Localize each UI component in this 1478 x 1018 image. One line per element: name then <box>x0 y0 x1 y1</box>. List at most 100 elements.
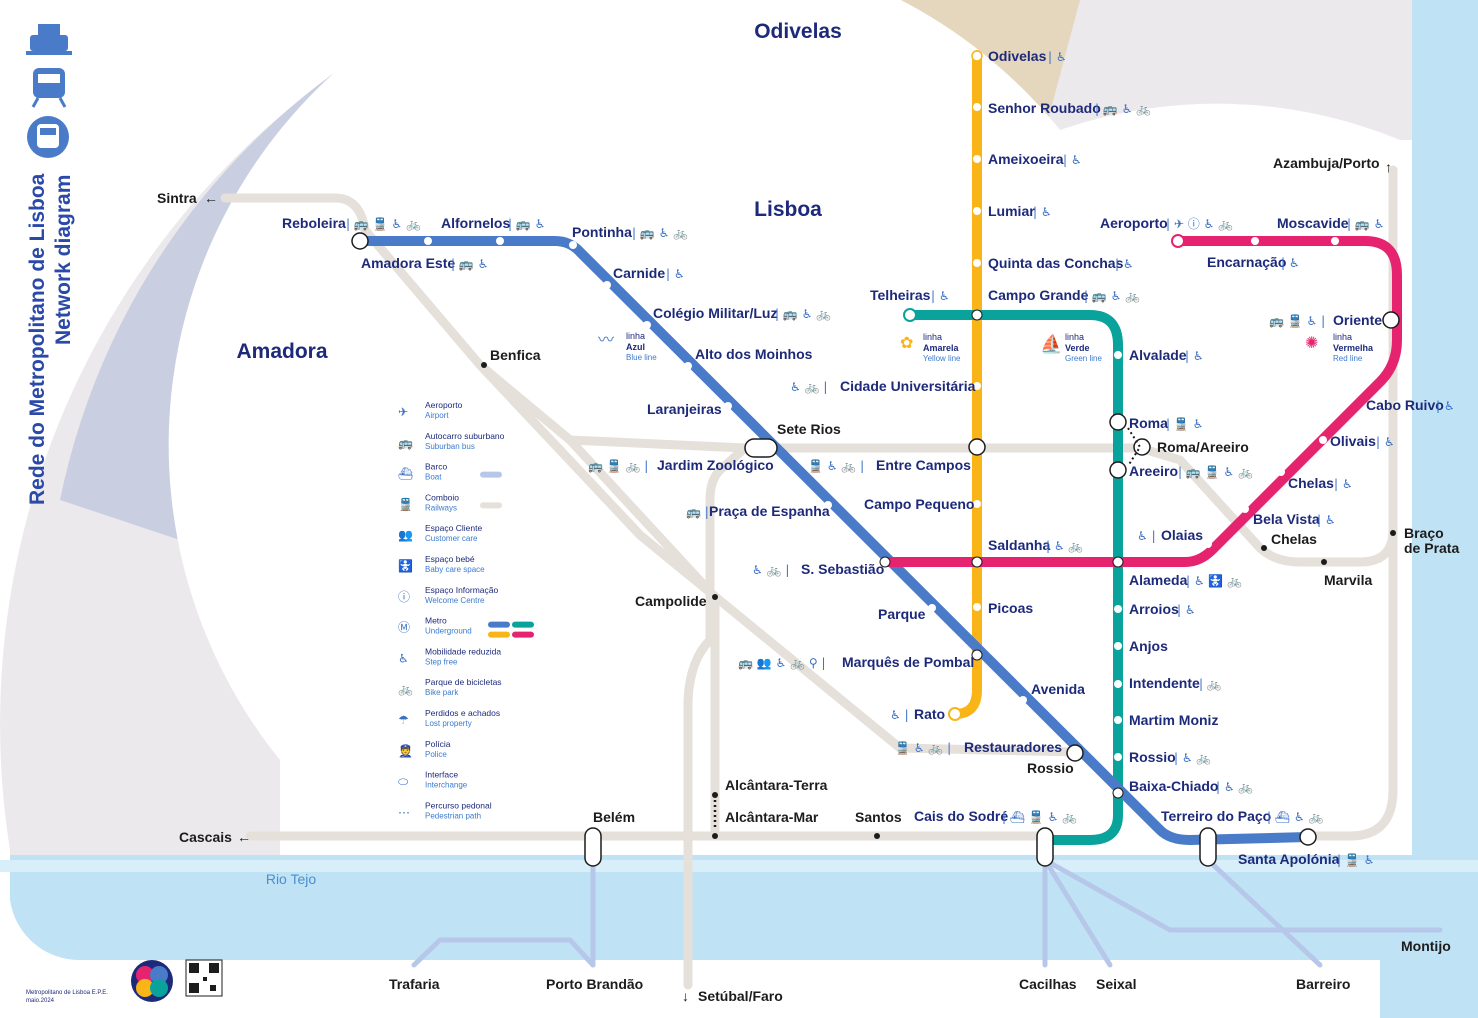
train-icon: 🚆 ♿ 🚲 | <box>895 741 951 755</box>
sunflower-icon: ✿ <box>900 335 913 352</box>
station-alto-moinhos[interactable]: Alto dos Moinhos <box>695 346 813 362</box>
legend-label: Espaço Cliente <box>425 523 482 533</box>
station-quinta-conchas[interactable]: Quinta das Conchas <box>988 255 1124 271</box>
station-roma[interactable]: Roma <box>1129 415 1168 431</box>
rail-alcantara-mar[interactable]: Alcântara-Mar <box>725 809 819 825</box>
legend-label-en: Boat <box>425 473 442 482</box>
rail-azambuja-porto[interactable]: Azambuja/Porto <box>1273 155 1380 171</box>
station-reboleira[interactable]: Reboleira <box>282 215 346 231</box>
swallow-icon: 〰 <box>598 332 614 349</box>
station-parque[interactable]: Parque <box>878 606 926 622</box>
metro-title-icon <box>27 116 69 158</box>
station-campo-grande[interactable]: Campo Grande <box>988 287 1089 303</box>
ferry-cacilhas[interactable]: Cacilhas <box>1019 976 1077 992</box>
station-arroios[interactable]: Arroios <box>1129 601 1179 617</box>
rail-benfica[interactable]: Benfica <box>490 347 541 363</box>
wheelchair-icon: ♿ 🚲 | <box>790 380 827 394</box>
station-ameixoeira[interactable]: Ameixoeira <box>988 151 1064 167</box>
station-intendente[interactable]: Intendente <box>1129 675 1200 691</box>
station-colegio-militar[interactable]: Colégio Militar/Luz <box>653 305 777 321</box>
legend-label: Autocarro suburbano <box>425 431 505 441</box>
rail-setubal-faro[interactable]: Setúbal/Faro <box>698 988 783 1004</box>
rail-roma-areeiro[interactable]: Roma/Areeiro <box>1157 439 1249 455</box>
rail-braco-prata-2[interactable]: de Prata <box>1404 540 1459 556</box>
wheelchair-icon: | ♿ <box>666 267 685 281</box>
qr-code-icon[interactable] <box>185 959 223 997</box>
rail-santos[interactable]: Santos <box>855 809 902 825</box>
line-tag-amarela: ✿ linha Amarela Yellow line <box>900 332 961 363</box>
wheelchair-icon: | ♿ <box>1177 603 1196 617</box>
train-icon: | 🚆 ♿ <box>1166 417 1203 431</box>
line-label: linha <box>1065 332 1084 342</box>
station-moscavide[interactable]: Moscavide <box>1277 215 1349 231</box>
station-areeiro[interactable]: Areeiro <box>1129 463 1178 479</box>
station-odivelas[interactable]: Odivelas <box>988 48 1047 64</box>
station-campo-pequeno[interactable]: Campo Pequeno <box>864 496 974 512</box>
ferry-porto-brandao[interactable]: Porto Brandão <box>546 976 643 992</box>
station-saldanha[interactable]: Saldanha <box>988 537 1050 553</box>
rail-sete-rios[interactable]: Sete Rios <box>777 421 841 437</box>
station-s-sebastiao[interactable]: S. Sebastião <box>801 561 884 577</box>
station-restauradores[interactable]: Restauradores <box>964 739 1062 755</box>
station-jardim-zoologico[interactable]: Jardim Zoológico <box>657 457 774 473</box>
station-alvalade[interactable]: Alvalade <box>1129 347 1187 363</box>
station-terreiro-paco[interactable]: Terreiro do Paço <box>1161 808 1271 824</box>
station-rossio[interactable]: Rossio <box>1129 749 1176 765</box>
station-laranjeiras[interactable]: Laranjeiras <box>647 401 722 417</box>
rail-braco-prata-1[interactable]: Braço <box>1404 525 1444 541</box>
rail-chelas[interactable]: Chelas <box>1271 531 1317 547</box>
station-senhor-roubado[interactable]: Senhor Roubado <box>988 100 1101 116</box>
station-praca-espanha[interactable]: Praça de Espanha <box>709 503 830 519</box>
station-encarnacao[interactable]: Encarnação <box>1207 254 1286 270</box>
station-carnide[interactable]: Carnide <box>613 265 665 281</box>
station-martim-moniz[interactable]: Martim Moniz <box>1129 712 1218 728</box>
ferry-barreiro[interactable]: Barreiro <box>1296 976 1350 992</box>
station-olaias[interactable]: Olaias <box>1161 527 1203 543</box>
rail-campolide[interactable]: Campolide <box>635 593 707 609</box>
station-bela-vista[interactable]: Bela Vista <box>1253 511 1320 527</box>
train-icon: | 🚆 ♿ <box>1337 853 1374 867</box>
area-odivelas: Odivelas <box>754 20 842 43</box>
legend-line-swatch <box>488 621 510 628</box>
ferry-seixal[interactable]: Seixal <box>1096 976 1136 992</box>
station-alfornelos[interactable]: Alfornelos <box>441 215 510 231</box>
station-cais-sodre[interactable]: Cais do Sodré <box>914 808 1008 824</box>
station-baixa-chiado[interactable]: Baixa-Chiado <box>1129 778 1218 794</box>
station-amadora-este[interactable]: Amadora Este <box>361 255 455 271</box>
station-entre-campos[interactable]: Entre Campos <box>876 457 971 473</box>
legend-label: Barco <box>425 462 447 472</box>
station-aeroporto[interactable]: Aeroporto <box>1100 215 1168 231</box>
station-oriente[interactable]: Oriente <box>1333 312 1382 328</box>
station-picoas[interactable]: Picoas <box>988 600 1033 616</box>
legend-label: Aeroporto <box>425 400 463 410</box>
station-pontinha[interactable]: Pontinha <box>572 224 632 240</box>
station-rato[interactable]: Rato <box>914 706 945 722</box>
rail-alcantara-terra[interactable]: Alcântara-Terra <box>725 777 828 793</box>
rail-belem[interactable]: Belém <box>593 809 635 825</box>
station-chelas[interactable]: Chelas <box>1288 475 1334 491</box>
station-cidade-universitaria[interactable]: Cidade Universitária <box>840 378 976 394</box>
station-alameda[interactable]: Alameda <box>1129 572 1188 588</box>
ferry-montijo[interactable]: Montijo <box>1401 938 1451 954</box>
station-telheiras[interactable]: Telheiras <box>870 287 931 303</box>
legend-label-en: Pedestrian path <box>425 811 481 820</box>
interchange-circles <box>351 50 1400 867</box>
wheelchair-icon: | ♿ 🚲 <box>1216 780 1253 794</box>
rail-sintra[interactable]: Sintra <box>157 190 197 206</box>
caravel-icon: ⛵ <box>1040 333 1062 354</box>
station-santa-apolonia[interactable]: Santa Apolónia <box>1238 851 1340 867</box>
station-lumiar[interactable]: Lumiar <box>988 203 1035 219</box>
station-olivais[interactable]: Olivais <box>1330 433 1376 449</box>
station-cabo-ruivo[interactable]: Cabo Ruivo <box>1366 397 1444 413</box>
ferry-trafaria[interactable]: Trafaria <box>389 976 440 992</box>
station-marques-pombal[interactable]: Marquês de Pombal <box>842 654 974 670</box>
rail-marvila[interactable]: Marvila <box>1324 572 1372 588</box>
rail-rossio[interactable]: Rossio <box>1027 760 1074 776</box>
rail-cascais[interactable]: Cascais <box>179 829 232 845</box>
station-anjos[interactable]: Anjos <box>1129 638 1168 654</box>
station-avenida[interactable]: Avenida <box>1031 681 1085 697</box>
